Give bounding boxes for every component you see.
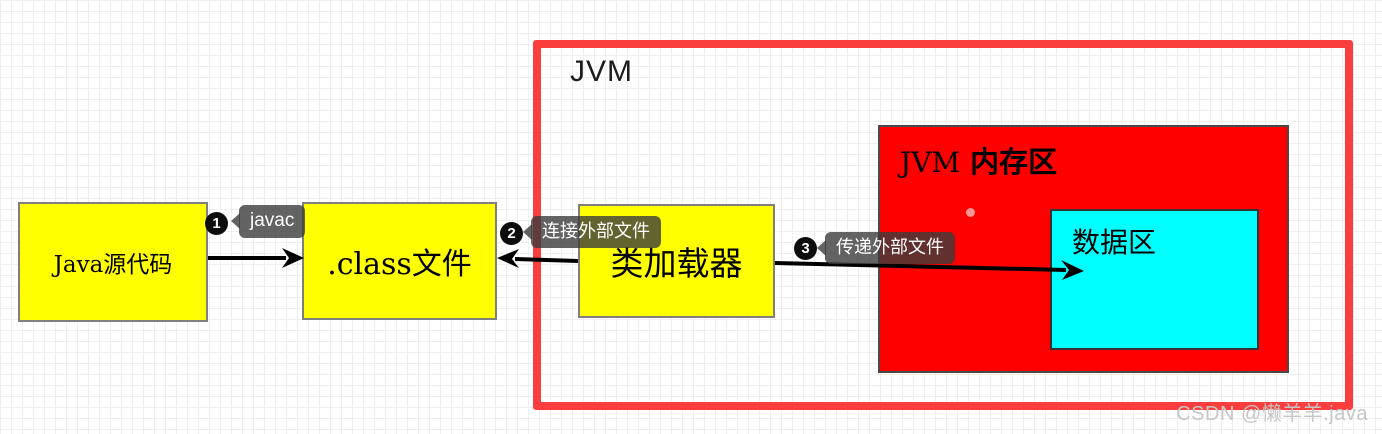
csdn-watermark: CSDN @懒羊羊.java	[1176, 403, 1368, 425]
node-java-source-label: Java源代码	[53, 252, 173, 278]
node-class-loader-label: 类加载器	[610, 244, 743, 283]
jvm-memory-area-box: JVM 内存区 数据区	[878, 125, 1289, 373]
node-class-file: .class文件	[302, 202, 497, 320]
step-3-number-badge: 3	[794, 237, 817, 260]
node-class-file-label: .class文件	[327, 247, 472, 282]
step-3-tooltip: 传递外部文件	[825, 232, 955, 264]
jvm-container-title: JVM	[570, 55, 633, 88]
data-area-label: 数据区	[1072, 226, 1157, 259]
data-area-box: 数据区	[1050, 209, 1259, 350]
step-1-tooltip: javac	[239, 205, 306, 238]
node-java-source: Java源代码	[18, 202, 208, 322]
stray-dot	[966, 208, 975, 217]
step-1-number-badge: 1	[205, 212, 228, 235]
arrow-javac-compile	[208, 248, 304, 268]
jvm-memory-title-en: JVM	[900, 146, 961, 179]
jvm-memory-area-title: JVM 内存区	[900, 139, 1057, 181]
node-class-loader: 类加载器	[578, 204, 775, 318]
step-2-number-badge: 2	[500, 222, 523, 245]
step-2-tooltip: 连接外部文件	[531, 216, 661, 248]
jvm-memory-title-zh: 内存区	[970, 147, 1058, 179]
